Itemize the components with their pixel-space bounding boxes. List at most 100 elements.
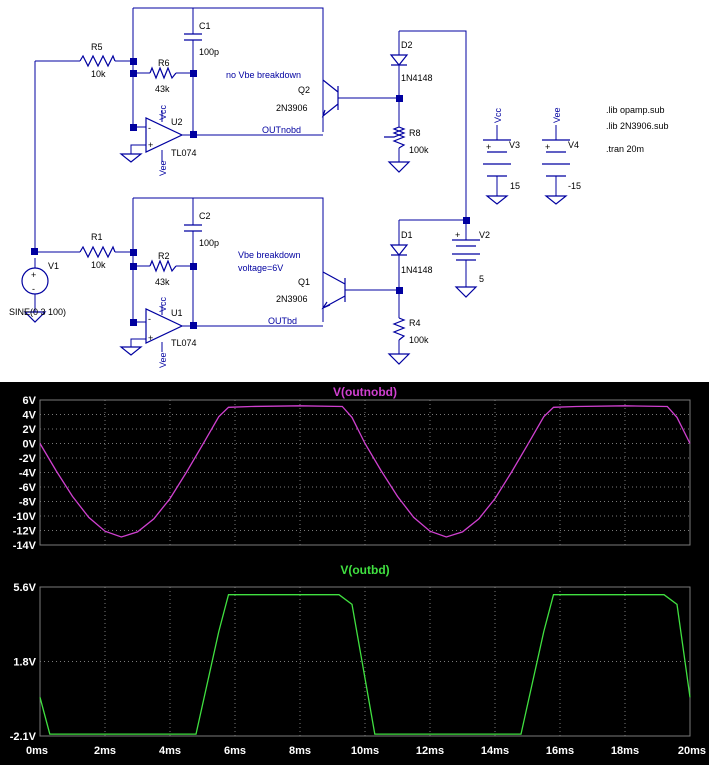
- y-tick-label: 0V: [23, 439, 37, 451]
- q2-ref: Q2: [298, 85, 310, 95]
- resistor-r8[interactable]: [384, 126, 406, 149]
- resistor-r4[interactable]: [392, 317, 406, 341]
- u1-ref: U1: [171, 308, 183, 318]
- r6-value: 43k: [155, 84, 170, 94]
- directive-lib-opamp: .lib opamp.sub: [606, 105, 665, 115]
- r4-ref: R4: [409, 318, 421, 328]
- battery-v3[interactable]: [483, 139, 511, 177]
- u2-ref: U2: [171, 117, 183, 127]
- directive-tran: .tran 20m: [606, 144, 644, 154]
- trace-outnobd[interactable]: [39, 405, 691, 538]
- junction-dots: [31, 58, 470, 329]
- d1-ref: D1: [401, 230, 413, 240]
- x-tick-label: 6ms: [224, 745, 246, 757]
- v4-ref: V4: [568, 140, 579, 150]
- v1-plus-pin: +: [31, 270, 36, 280]
- y-tick-label: -4V: [19, 468, 37, 480]
- q1-value: 2N3906: [276, 294, 308, 304]
- v2-ref: V2: [479, 230, 490, 240]
- v1-minus-pin: -: [32, 284, 35, 294]
- bottom-plot-grid: [39, 586, 691, 737]
- y-tick-label: 6V: [23, 395, 37, 407]
- resistor-r5[interactable]: [79, 54, 116, 68]
- x-tick-label: 4ms: [159, 745, 181, 757]
- net-outnobd: OUTnobd: [262, 125, 301, 135]
- r8-ref: R8: [409, 128, 421, 138]
- v2-value: 5: [479, 274, 484, 284]
- v2-plus-pin: +: [455, 230, 460, 240]
- opamp-u1[interactable]: [145, 308, 184, 344]
- y-tick-label: -10V: [13, 511, 37, 523]
- opamp-u2[interactable]: [145, 117, 184, 153]
- v3-plus-pin: +: [486, 142, 491, 152]
- top-plot-title[interactable]: V(outnobd): [333, 385, 397, 399]
- trace-outbd[interactable]: [39, 594, 691, 735]
- transistor-q1[interactable]: [321, 271, 346, 310]
- c1-ref: C1: [199, 21, 211, 31]
- u1-value: TL074: [171, 338, 197, 348]
- battery-v4[interactable]: [542, 139, 570, 177]
- y-tick-label: 4V: [23, 410, 37, 422]
- net-vee-v4: Vee: [552, 107, 562, 123]
- d2-ref: D2: [401, 40, 413, 50]
- net-vcc-v3: Vcc: [493, 107, 503, 123]
- x-tick-label: 8ms: [289, 745, 311, 757]
- net-vcc-u2: Vcc: [158, 104, 168, 120]
- u2-value: TL074: [171, 148, 197, 158]
- r4-value: 100k: [409, 335, 429, 345]
- sine-source-v1[interactable]: [21, 267, 49, 295]
- x-tick-label: 14ms: [481, 745, 509, 757]
- r1-ref: R1: [91, 232, 103, 242]
- d1-value: 1N4148: [401, 265, 433, 275]
- r1-value: 10k: [91, 260, 106, 270]
- v1-value: SINE(0 3 100): [9, 307, 66, 317]
- y-tick-label: -8V: [19, 497, 37, 509]
- d2-value: 1N4148: [401, 73, 433, 83]
- x-tick-label: 18ms: [611, 745, 639, 757]
- schematic-pane[interactable]: + - + - + - + + + R5 10k R6 43k R8 100k …: [0, 0, 709, 382]
- resistor-r2[interactable]: [149, 259, 177, 273]
- r2-ref: R2: [158, 251, 170, 261]
- x-tick-label: 2ms: [94, 745, 116, 757]
- bottom-plot-title[interactable]: V(outbd): [340, 563, 389, 577]
- x-tick-label: 20ms: [678, 745, 706, 757]
- capacitor-c2[interactable]: [184, 224, 202, 232]
- waveform-viewer[interactable]: V(outnobd) V(outbd) 6V4V2V0V-2V-4V-6V-8V…: [0, 382, 709, 765]
- diode-d1[interactable]: [389, 244, 409, 256]
- r5-value: 10k: [91, 69, 106, 79]
- x-tick-label: 16ms: [546, 745, 574, 757]
- r6-ref: R6: [158, 58, 170, 68]
- comment-vbe-breakdown: Vbe breakdown: [238, 250, 301, 260]
- v1-ref: V1: [48, 261, 59, 271]
- y-tick-label: -2.1V: [10, 731, 37, 743]
- x-tick-label: 0ms: [26, 745, 48, 757]
- transistor-q2[interactable]: [321, 79, 339, 118]
- resistor-r6[interactable]: [149, 66, 177, 80]
- y-tick-label: 5.6V: [13, 582, 36, 594]
- capacitor-c1[interactable]: [184, 33, 202, 41]
- top-plot-frame: [39, 399, 691, 546]
- net-vee-u2: Vee: [158, 160, 168, 176]
- y-tick-label: 1.8V: [13, 657, 36, 669]
- diode-d2[interactable]: [389, 54, 409, 66]
- top-plot-grid: [39, 399, 691, 546]
- r5-ref: R5: [91, 42, 103, 52]
- y-tick-label: -12V: [13, 526, 37, 538]
- x-tick-label: 10ms: [351, 745, 379, 757]
- u1-minus-pin: -: [148, 314, 151, 324]
- r8-value: 100k: [409, 145, 429, 155]
- comment-breakdown-voltage: voltage=6V: [238, 263, 283, 273]
- y-tick-label: -2V: [19, 453, 37, 465]
- u1-plus-pin: +: [148, 333, 153, 343]
- bottom-y-axis-ticks: 5.6V 1.8V -2.1V: [10, 582, 37, 743]
- resistor-r1[interactable]: [79, 245, 116, 259]
- ground-symbols: [23, 153, 568, 365]
- net-vee-u1: Vee: [158, 352, 168, 368]
- battery-v2[interactable]: [452, 239, 480, 261]
- v3-ref: V3: [509, 140, 520, 150]
- net-vcc-u1: Vcc: [158, 296, 168, 312]
- bottom-plot-frame: [39, 586, 691, 737]
- v3-value: 15: [510, 181, 520, 191]
